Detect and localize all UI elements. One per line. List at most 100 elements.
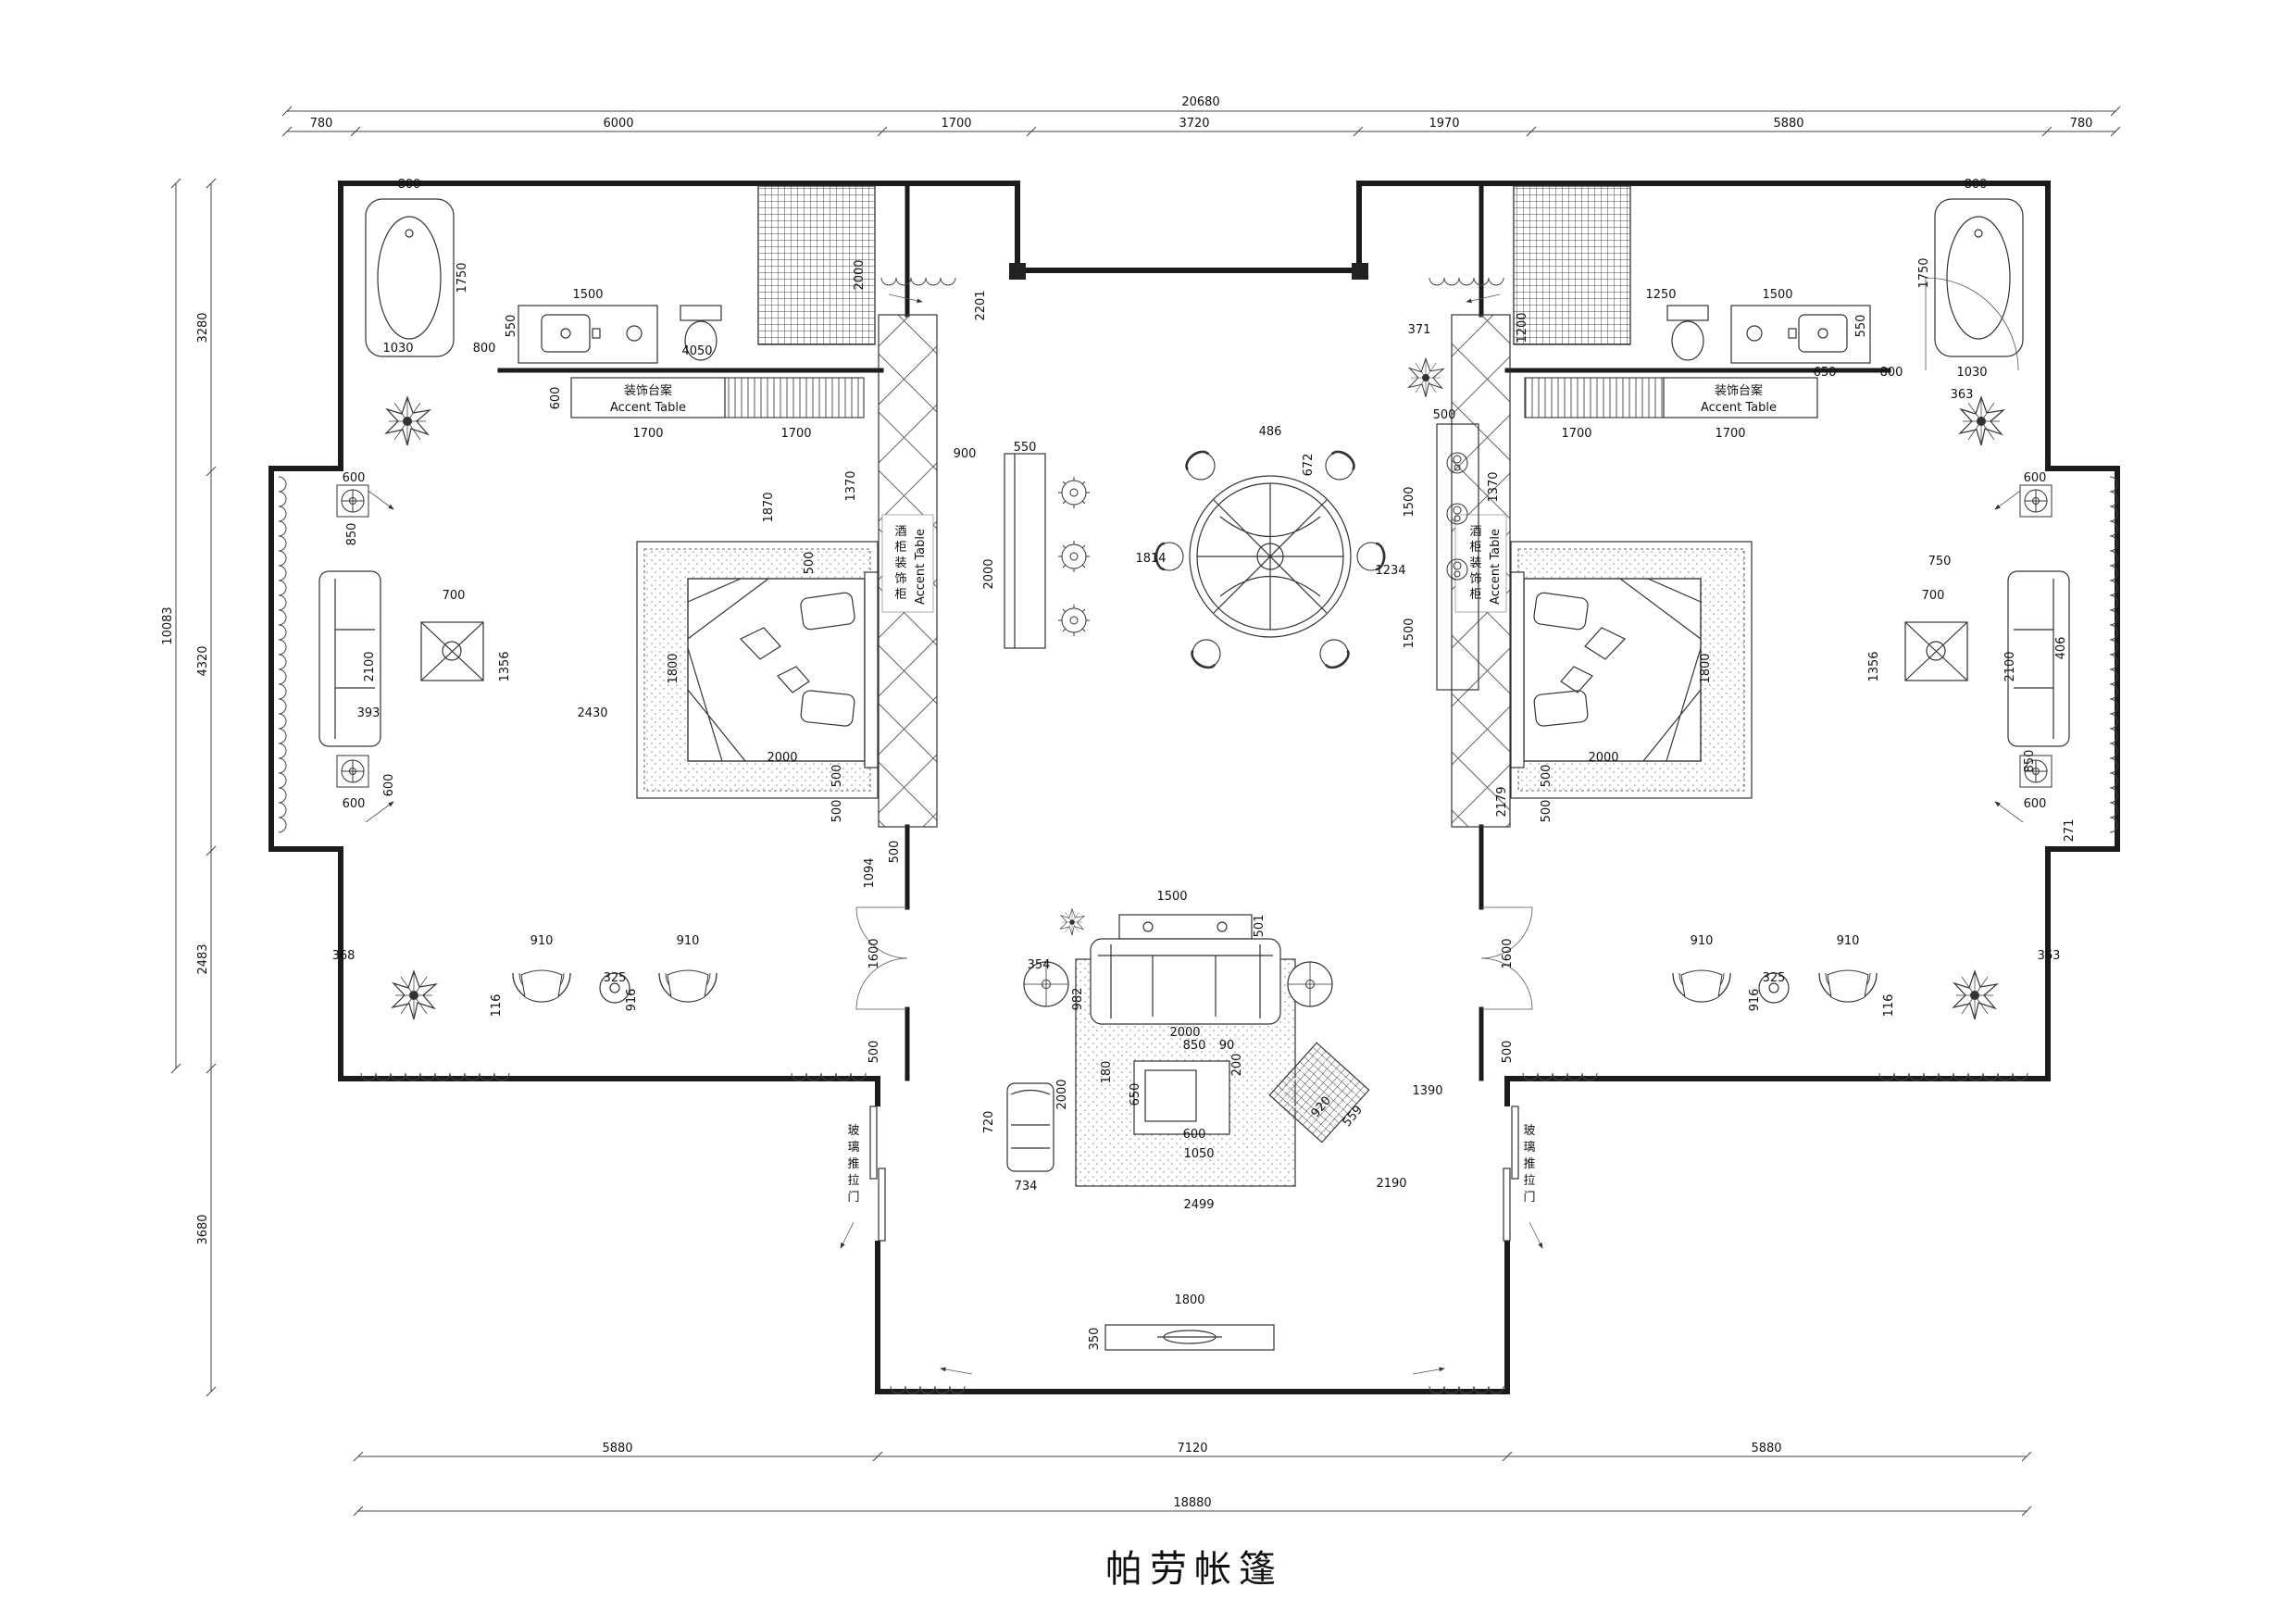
lounge-chair-left-2 [658,969,718,1003]
wall-fan-left-top [336,484,369,518]
bathtub-left [365,198,455,357]
svg-text:3680: 3680 [196,1214,210,1244]
svg-text:910: 910 [1837,934,1860,948]
wall-fan-left-bottom [336,755,369,788]
svg-text:900: 900 [954,447,977,461]
svg-text:Accent Table: Accent Table [914,529,928,605]
svg-text:406: 406 [2054,637,2068,660]
svg-text:500: 500 [1501,1041,1515,1064]
window-scallops [278,277,2118,1394]
svg-text:90: 90 [1219,1039,1235,1053]
sliding-door-right [1503,1106,1543,1249]
svg-text:2000: 2000 [1588,751,1618,765]
svg-text:20680: 20680 [1181,95,1219,109]
svg-text:910: 910 [1691,934,1714,948]
svg-text:1700: 1700 [780,427,811,441]
svg-text:720: 720 [982,1111,996,1134]
svg-text:柜: 柜 [1469,541,1481,555]
svg-text:3280: 3280 [196,312,210,343]
svg-text:800: 800 [1880,366,1903,380]
svg-text:916: 916 [625,989,639,1012]
svg-text:饰: 饰 [894,572,906,586]
svg-text:7120: 7120 [1177,1442,1207,1455]
toilet-right [1666,305,1709,361]
svg-text:璃: 璃 [847,1141,859,1155]
toilet-left [680,305,722,361]
shower-left [757,185,876,345]
svg-text:200: 200 [1230,1054,1244,1077]
svg-text:柜: 柜 [894,541,906,555]
window-arrows [365,294,2024,1375]
svg-text:600: 600 [2024,797,2047,811]
svg-text:1800: 1800 [1174,1293,1204,1307]
column-left [1009,263,1026,280]
svg-text:饰: 饰 [1469,572,1481,586]
svg-text:柜: 柜 [894,588,906,602]
svg-text:982: 982 [1071,988,1085,1011]
wine-cabinet-left-label-box [881,514,934,613]
svg-text:1750: 1750 [455,262,469,293]
svg-text:1370: 1370 [844,470,858,501]
svg-text:1700: 1700 [941,117,971,131]
svg-text:550: 550 [505,315,518,338]
decor-table-left [420,621,484,681]
svg-text:2179: 2179 [1495,786,1509,817]
svg-text:4320: 4320 [196,645,210,676]
column-right [1352,263,1368,280]
svg-text:850: 850 [1183,1039,1206,1053]
svg-text:325: 325 [1763,971,1786,985]
svg-text:装饰台案: 装饰台案 [624,384,672,398]
svg-text:5880: 5880 [1751,1442,1781,1455]
living-sofa [1090,938,1281,1025]
sofa-back-console [1118,914,1253,940]
svg-text:5880: 5880 [602,1442,632,1455]
bay-sofa-right [2007,570,2070,747]
svg-text:180: 180 [1100,1061,1114,1084]
svg-text:1750: 1750 [1917,257,1931,288]
svg-text:1500: 1500 [1403,486,1416,517]
accent-table-left [570,377,865,418]
svg-text:371: 371 [1408,323,1431,337]
svg-text:2000: 2000 [853,259,867,290]
svg-text:1050: 1050 [1183,1147,1214,1161]
svg-text:璃: 璃 [1523,1141,1535,1155]
svg-text:700: 700 [1922,589,1945,603]
coffee-table [1133,1060,1230,1135]
walls [268,181,2120,1394]
svg-text:368: 368 [332,949,356,963]
svg-text:拉: 拉 [1523,1174,1535,1188]
lounge-chair-left-1 [512,969,571,1003]
svg-text:1800: 1800 [667,653,680,683]
svg-text:780: 780 [2070,117,2093,131]
chaise-left [1006,1082,1054,1172]
svg-text:550: 550 [1014,441,1037,455]
svg-text:6000: 6000 [603,117,633,131]
svg-text:910: 910 [530,934,554,948]
svg-text:500: 500 [1540,800,1554,823]
svg-text:1500: 1500 [1762,288,1792,302]
svg-text:700: 700 [443,589,466,603]
svg-text:3720: 3720 [1179,117,1209,131]
svg-text:500: 500 [1433,408,1456,422]
vanity-right [1730,305,1871,364]
svg-text:500: 500 [1540,765,1554,788]
svg-text:1814: 1814 [1135,552,1166,566]
svg-text:2100: 2100 [363,651,377,681]
center-zone [840,357,1543,1351]
svg-text:1800: 1800 [1699,653,1713,683]
plant-right-bath [1959,396,2004,446]
svg-text:推: 推 [847,1157,859,1171]
svg-text:354: 354 [1028,958,1051,972]
svg-text:1234: 1234 [1375,564,1405,578]
wall-fan-right-top [2019,484,2053,518]
left-suite [318,185,938,1020]
svg-text:350: 350 [1088,1328,1102,1351]
svg-text:2000: 2000 [982,558,996,589]
svg-text:2201: 2201 [974,290,988,320]
svg-text:1700: 1700 [632,427,663,441]
svg-text:玻: 玻 [1523,1124,1535,1138]
svg-text:2100: 2100 [2003,651,2017,681]
